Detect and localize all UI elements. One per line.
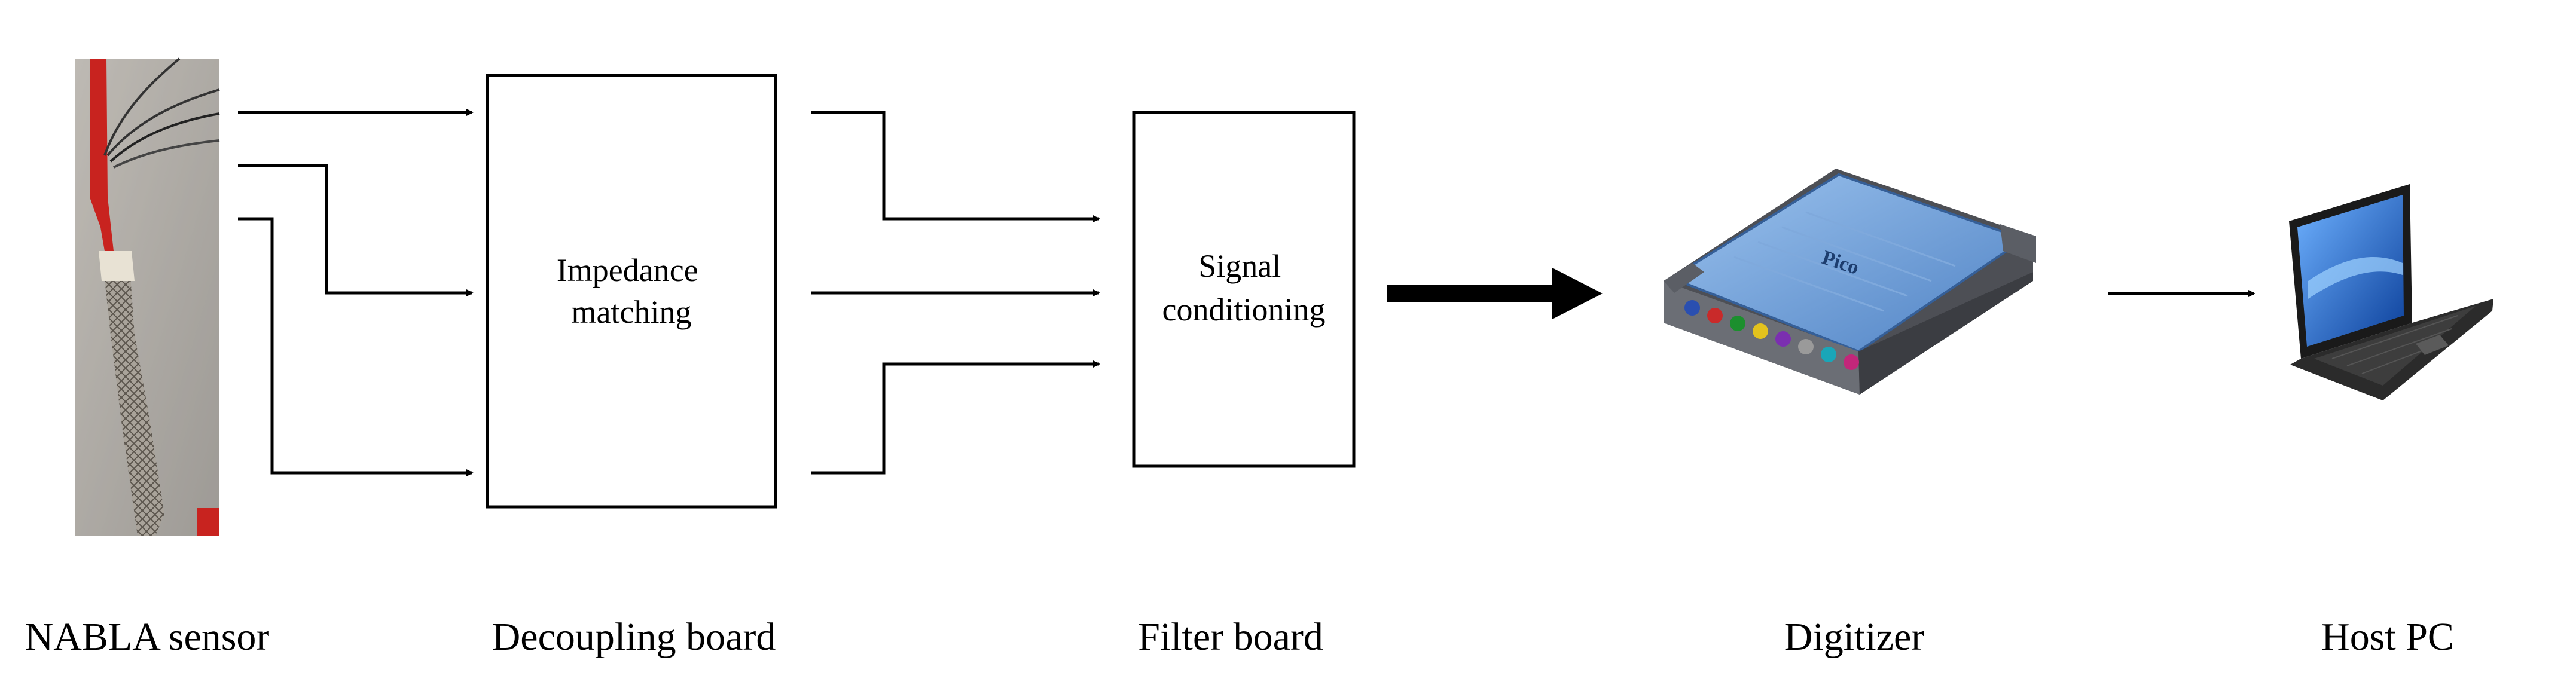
caption-nabla-sensor: NABLA sensor — [25, 615, 270, 659]
caption-decoupling-board: Decoupling board — [492, 615, 776, 659]
sensor-to-decoupling-arrows — [238, 109, 474, 476]
laptop-icon — [2289, 184, 2493, 400]
caption-filter-board: Filter board — [1138, 615, 1323, 659]
filter-to-digitizer-arrow — [1387, 268, 1603, 319]
channel-arrow-4 — [811, 111, 1100, 222]
signal-label-line1: Signal — [1198, 248, 1281, 284]
impedance-matching-block — [486, 74, 777, 509]
svg-text:Impedance matching: Impedance matching — [557, 252, 706, 330]
decoupling-to-filter-arrows — [811, 111, 1100, 475]
impedance-label-line2: matching — [572, 294, 692, 330]
oscilloscope-digitizer-icon: Pico — [1664, 169, 2036, 395]
caption-digitizer: Digitizer — [1784, 615, 1925, 659]
svg-text:Signal conditioning: Signal conditioning — [1162, 248, 1326, 328]
signal-conditioning-block — [1132, 111, 1356, 468]
channel-arrow-6 — [811, 360, 1100, 475]
signal-label-line2: conditioning — [1162, 292, 1326, 328]
channel-arrow-2 — [238, 164, 474, 296]
caption-host-pc: Host PC — [2321, 615, 2454, 659]
channel-arrow-3 — [238, 217, 474, 476]
impedance-label-line1: Impedance — [557, 252, 698, 288]
sensor-photo-icon — [75, 57, 220, 536]
